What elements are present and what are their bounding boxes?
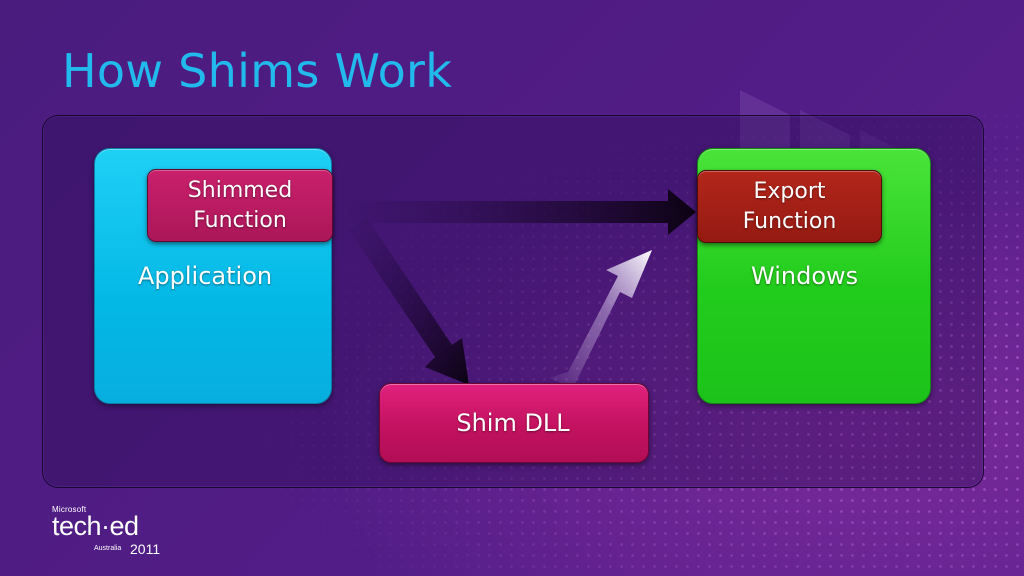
application-label: Application	[138, 262, 273, 290]
arrow-shimmed-to-export	[340, 189, 696, 235]
export-function-line2: Function	[742, 208, 837, 234]
arrow-shimmed-to-shim	[345, 218, 469, 385]
logo-year: 2011	[130, 541, 161, 557]
arrow-shim-to-export	[549, 250, 652, 388]
shim-dll-box	[379, 383, 649, 463]
logo-name: tech·ed	[52, 511, 139, 541]
logo-region: Australia	[94, 545, 122, 552]
slide-title: How Shims Work	[62, 44, 453, 98]
shimmed-function-box: Shimmed Function	[147, 169, 333, 242]
shimmed-function-line2: Function	[193, 207, 287, 233]
shim-dll-label: Shim DLL	[456, 409, 570, 437]
logo-brand: Microsoft	[52, 505, 87, 514]
export-function-line1: Export	[753, 178, 826, 204]
export-function-box: Export Function	[697, 170, 882, 243]
shimmed-function-line1: Shimmed	[187, 177, 293, 203]
windows-label: Windows	[751, 262, 859, 290]
